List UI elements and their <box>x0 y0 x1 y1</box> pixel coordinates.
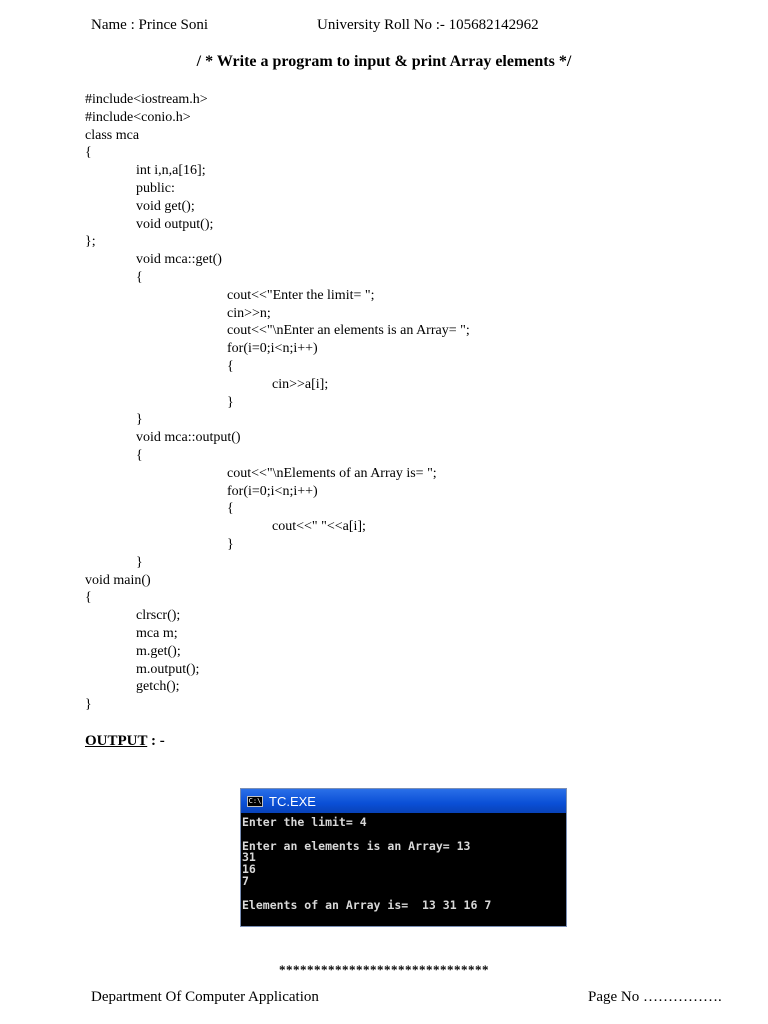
code-line: void main() <box>85 572 151 588</box>
console-title: TC.EXE <box>269 793 316 809</box>
code-line: cout<<"\nElements of an Array is= "; <box>227 465 437 481</box>
code-line: { <box>136 448 143 463</box>
code-line: m.output(); <box>136 661 200 677</box>
code-line: { <box>85 145 92 161</box>
console-app-icon: C:\ <box>247 795 263 807</box>
separator-line: ****************************** <box>279 962 489 977</box>
code-line: getch(); <box>136 679 180 695</box>
console-line: Elements of an Array is= 13 31 16 7 <box>242 897 492 912</box>
student-name: Name : Prince Soni <box>91 17 209 33</box>
code-line: mca m; <box>136 626 178 641</box>
code-line: { <box>85 590 92 606</box>
code-line: { <box>227 501 234 517</box>
code-line: } <box>85 697 92 713</box>
console-line: 16 <box>242 862 256 877</box>
code-line: void get(); <box>136 198 195 214</box>
code-line: cout<<"\nEnter an elements is an Array= … <box>227 323 470 339</box>
code-line: cin>>a[i]; <box>272 376 329 392</box>
console-line: Enter the limit= 4 <box>242 815 367 829</box>
code-line: #include<conio.h> <box>85 109 191 125</box>
code-line: } <box>227 537 234 552</box>
code-line: class mca <box>85 127 140 143</box>
code-line: m.get(); <box>136 643 181 659</box>
console-titlebar: C:\ TC.EXE <box>241 789 566 813</box>
console-screen: Enter the limit= 4 Enter an elements is a… <box>241 813 566 911</box>
roll-number: University Roll No :- 105682142962 <box>317 17 539 33</box>
console-line: 31 <box>242 850 256 865</box>
code-line: public: <box>136 181 175 196</box>
program-title: / * Write a program to input & print Arr… <box>196 53 572 70</box>
code-line: void output(); <box>136 216 214 232</box>
console-line: Enter an elements is an Array= 13 <box>242 838 471 853</box>
code-line: { <box>136 270 143 285</box>
code-line: for(i=0;i<n;i++) <box>227 341 318 357</box>
footer-department: Department Of Computer Application <box>91 989 319 1005</box>
code-line: void mca::output() <box>136 430 241 446</box>
code-line: void mca::get() <box>136 252 222 268</box>
console-window: C:\ TC.EXE Enter the limit= 4 Enter an el… <box>240 788 567 927</box>
code-line: clrscr(); <box>136 608 181 624</box>
output-suffix: : - <box>147 733 165 749</box>
code-line: } <box>136 554 143 570</box>
code-line: } <box>227 394 234 410</box>
output-label: OUTPUT <box>85 733 148 749</box>
code-line: { <box>227 359 234 374</box>
code-line: } <box>136 412 143 428</box>
code-line: cout<<"Enter the limit= "; <box>227 287 375 303</box>
code-line: int i,n,a[16]; <box>136 163 206 179</box>
footer-page-number: Page No ……………. <box>588 989 722 1005</box>
code-line: for(i=0;i<n;i++) <box>227 483 318 499</box>
code-line: cout<<" "<<a[i]; <box>272 519 366 535</box>
code-line: }; <box>85 234 96 250</box>
code-line: cin>>n; <box>227 305 271 321</box>
code-line: #include<iostream.h> <box>85 92 208 107</box>
console-line: 7 <box>242 873 249 888</box>
output-heading: OUTPUT : - <box>85 733 165 750</box>
